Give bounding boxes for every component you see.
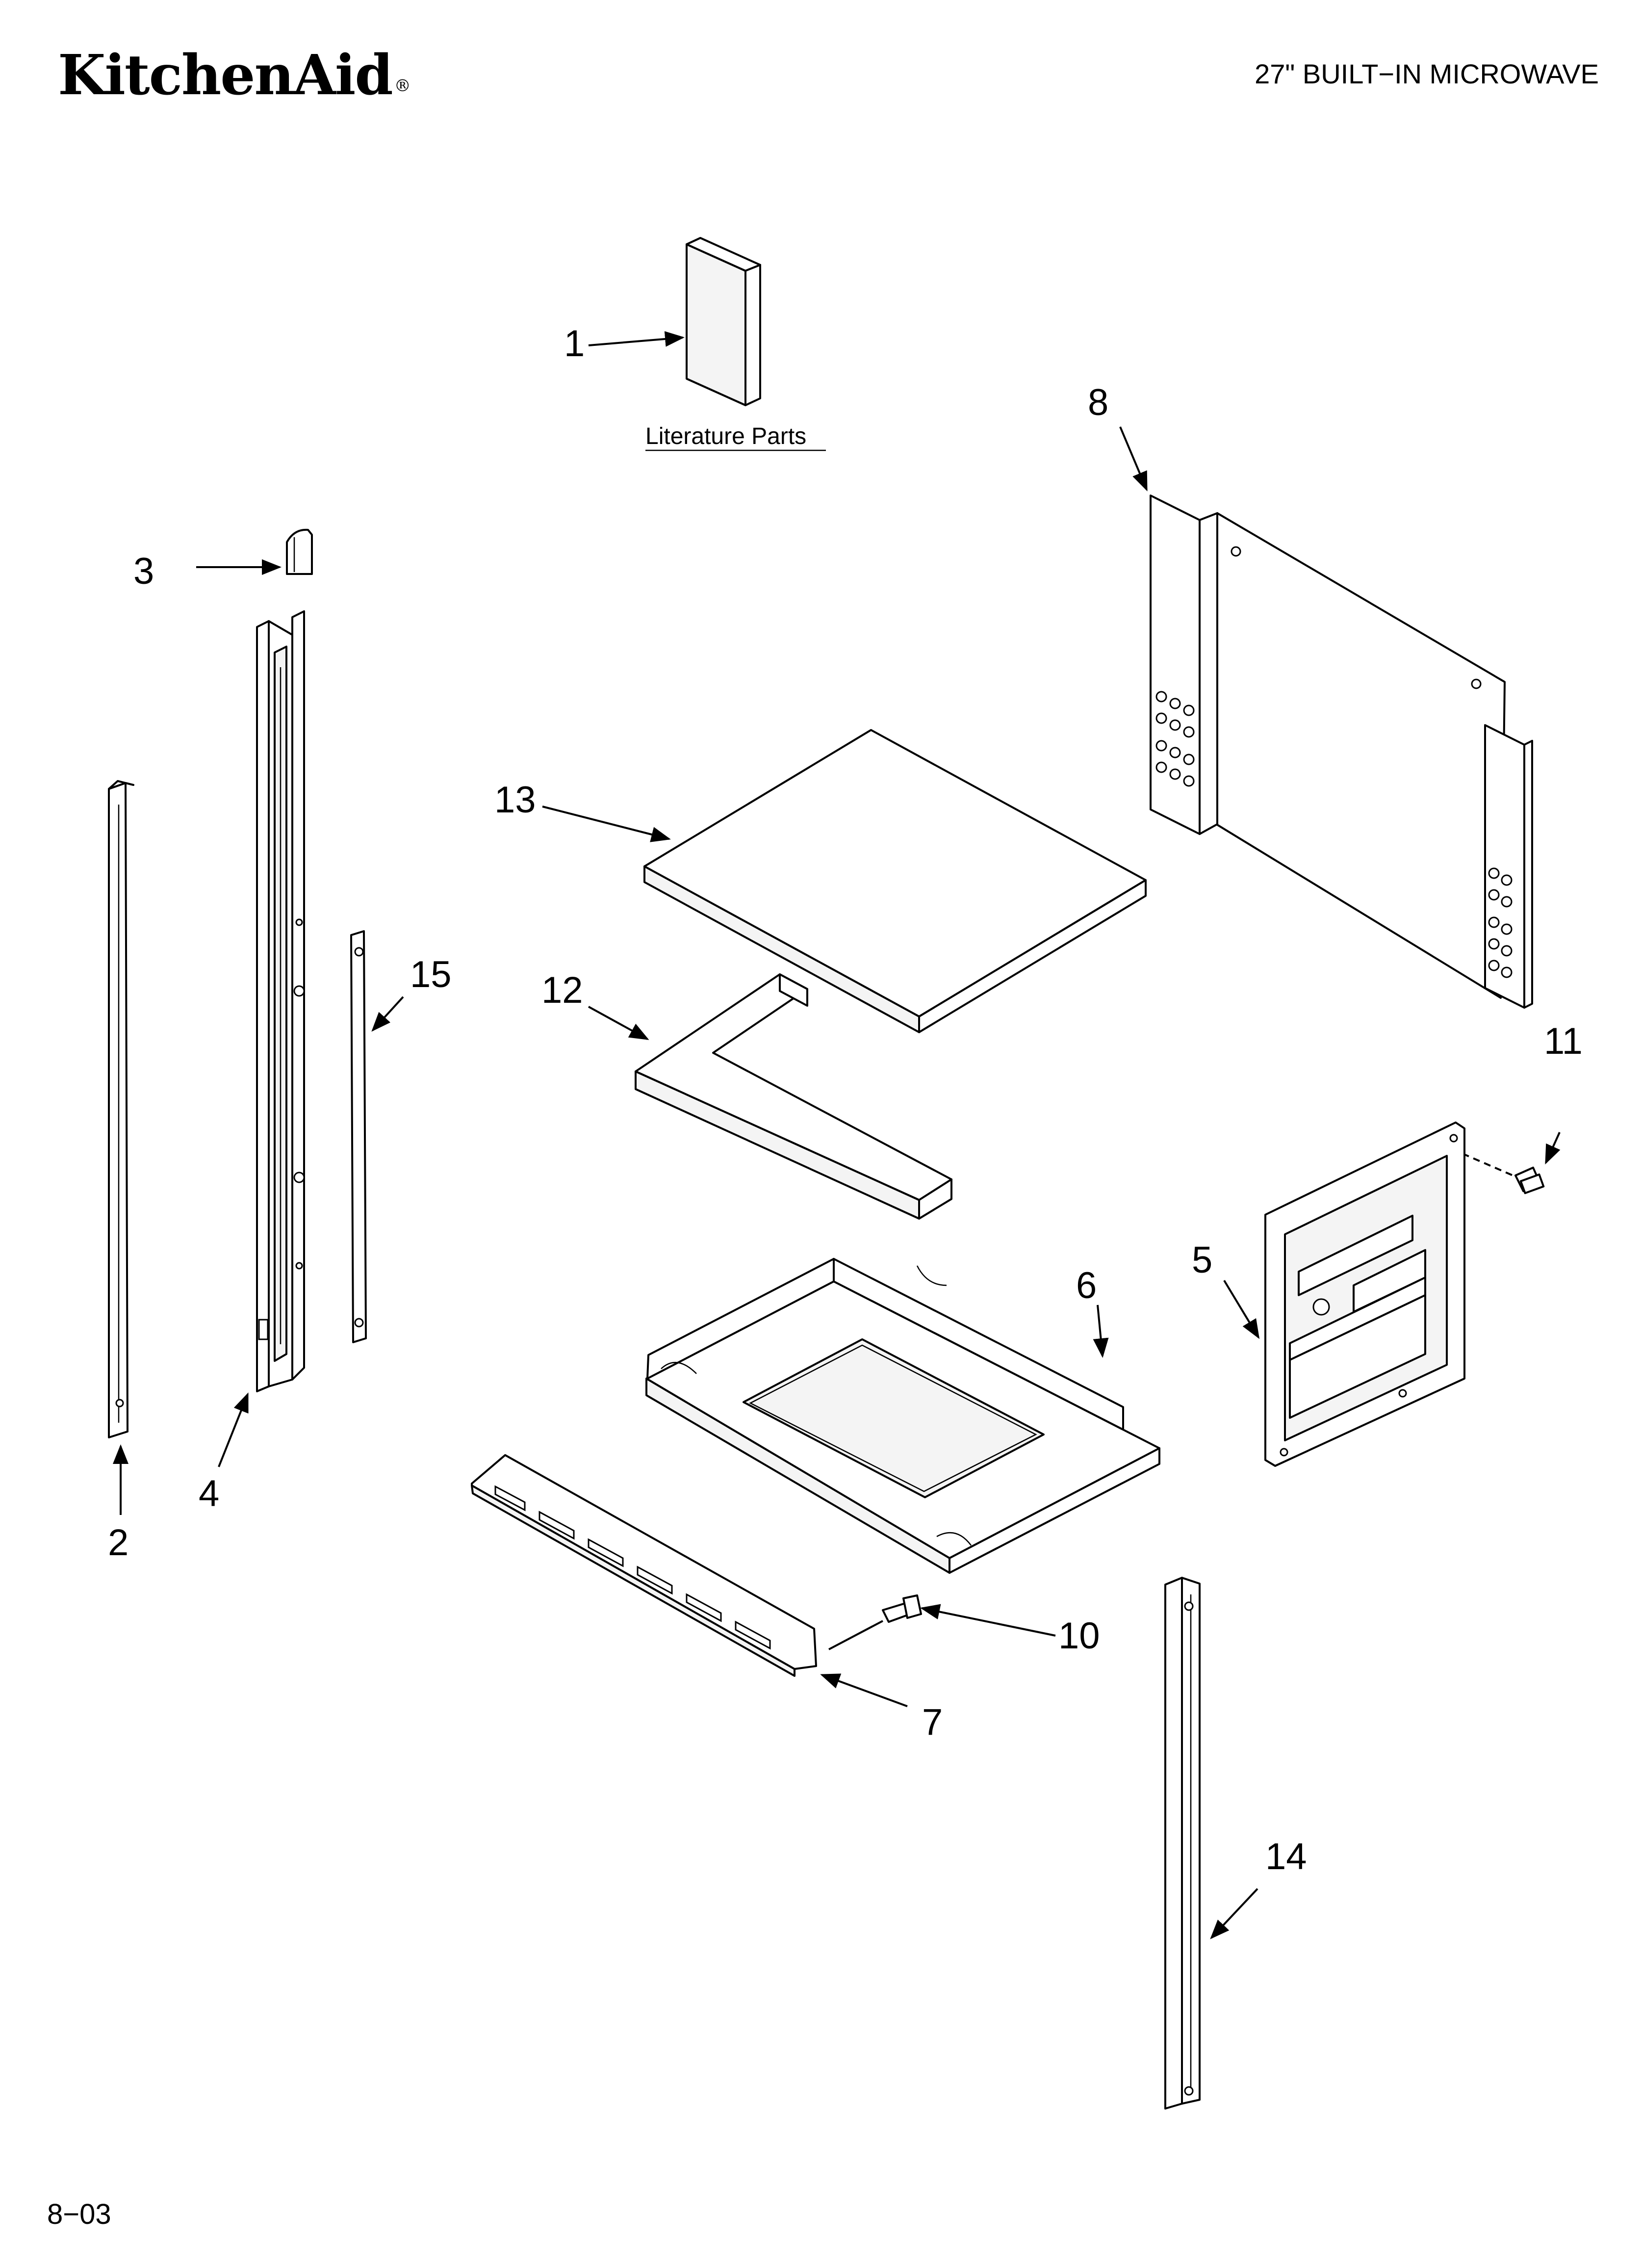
callout-1: 1: [564, 323, 585, 365]
part-14-right-trim: 14: [1164, 1577, 1307, 2110]
callout-3: 3: [133, 550, 154, 592]
part-8-side-panel: 8: [1088, 382, 1533, 1009]
date-code: 8−03: [47, 2198, 111, 2230]
part-13-top-panel: 13: [494, 729, 1147, 1033]
vent-holes-left: [1155, 691, 1195, 787]
callout-14: 14: [1265, 1836, 1307, 1877]
part-2-trim-strip: 2: [108, 780, 134, 1564]
vent-slots: [494, 1485, 771, 1650]
part-10-screw: 10: [828, 1594, 1100, 1657]
literature-parts-label: Literature Parts: [645, 423, 806, 449]
callout-2: 2: [108, 1522, 128, 1564]
part-15-bracket-strip: 15: [350, 930, 452, 1343]
callout-10: 10: [1058, 1615, 1100, 1657]
callout-6: 6: [1076, 1265, 1097, 1306]
part-6-bottom-tray: 6: [645, 1258, 1160, 1574]
part-7-vent-grille: 7: [471, 1454, 943, 1743]
part-4-side-trim: 4: [199, 610, 305, 1514]
model-title: 27" BUILT−IN MICROWAVE: [1255, 58, 1599, 89]
part-1-literature-booklet: 1 Literature Parts: [564, 237, 826, 451]
part-11-screw: 11: [1451, 1020, 1583, 1195]
callout-15: 15: [410, 954, 452, 995]
part-12-l-spacer: 12: [541, 969, 952, 1220]
callout-13: 13: [494, 779, 536, 821]
callout-7: 7: [922, 1701, 943, 1743]
kitchenaid-logo: KitchenAid®: [58, 43, 411, 107]
part-3-end-cap: 3: [133, 528, 313, 592]
callout-12: 12: [541, 969, 583, 1011]
vent-holes-right: [1488, 867, 1513, 978]
part-5-mounting-panel: 5: [1192, 1121, 1465, 1467]
callout-4: 4: [199, 1473, 219, 1514]
callout-8: 8: [1088, 382, 1108, 423]
callout-5: 5: [1192, 1239, 1212, 1281]
callout-11: 11: [1544, 1020, 1583, 1062]
